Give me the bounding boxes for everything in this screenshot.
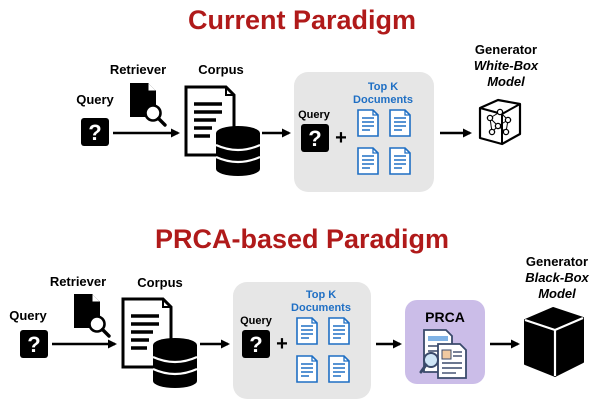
corpus-label: Corpus (137, 275, 183, 290)
query-icon: ? (81, 118, 109, 146)
prca-paradigm-title: PRCA-based Paradigm (155, 224, 449, 254)
retriever-label: Retriever (110, 62, 166, 77)
topk-label-line1: Top K (368, 81, 398, 93)
model-label: Model (487, 74, 525, 89)
generator-label: Generator (526, 254, 588, 269)
document-database-icon (121, 297, 199, 390)
model-label: Model (538, 286, 576, 301)
question-mark: ? (308, 126, 321, 151)
query-label: Query (76, 92, 114, 107)
retriever-label: Retriever (50, 274, 106, 289)
query-icon: ? (301, 124, 329, 152)
topk-label-line1: Top K (306, 289, 336, 301)
document-database-icon (184, 85, 262, 178)
current-paradigm-title: Current Paradigm (188, 5, 416, 35)
prca-label: PRCA (425, 309, 465, 325)
white-box-label: White-Box (474, 58, 539, 73)
neural-network-cube-icon (478, 98, 522, 146)
document-magnifier-icon (419, 329, 467, 379)
black-cube-icon (524, 307, 584, 377)
query-label: Query (9, 308, 47, 323)
plus-sign: + (335, 127, 347, 149)
box-query-label: Query (298, 109, 331, 121)
prca-paradigm-section: PRCA-based Paradigm Query ? Retriever Co… (9, 224, 590, 399)
question-mark: ? (249, 332, 262, 357)
black-box-label: Black-Box (525, 270, 589, 285)
document-search-icon (72, 292, 111, 338)
topk-label-line2: Documents (353, 94, 413, 106)
question-mark: ? (27, 332, 40, 357)
query-icon: ? (242, 330, 270, 358)
corpus-label: Corpus (198, 62, 244, 77)
query-icon: ? (20, 330, 48, 358)
topk-label-line2: Documents (291, 302, 351, 314)
current-paradigm-section: Current Paradigm Query ? Retriever Corpu… (76, 5, 539, 192)
document-search-icon (128, 81, 167, 127)
plus-sign: + (276, 333, 288, 355)
generator-label: Generator (475, 42, 537, 57)
box-query-label: Query (240, 315, 273, 327)
question-mark: ? (88, 120, 101, 145)
